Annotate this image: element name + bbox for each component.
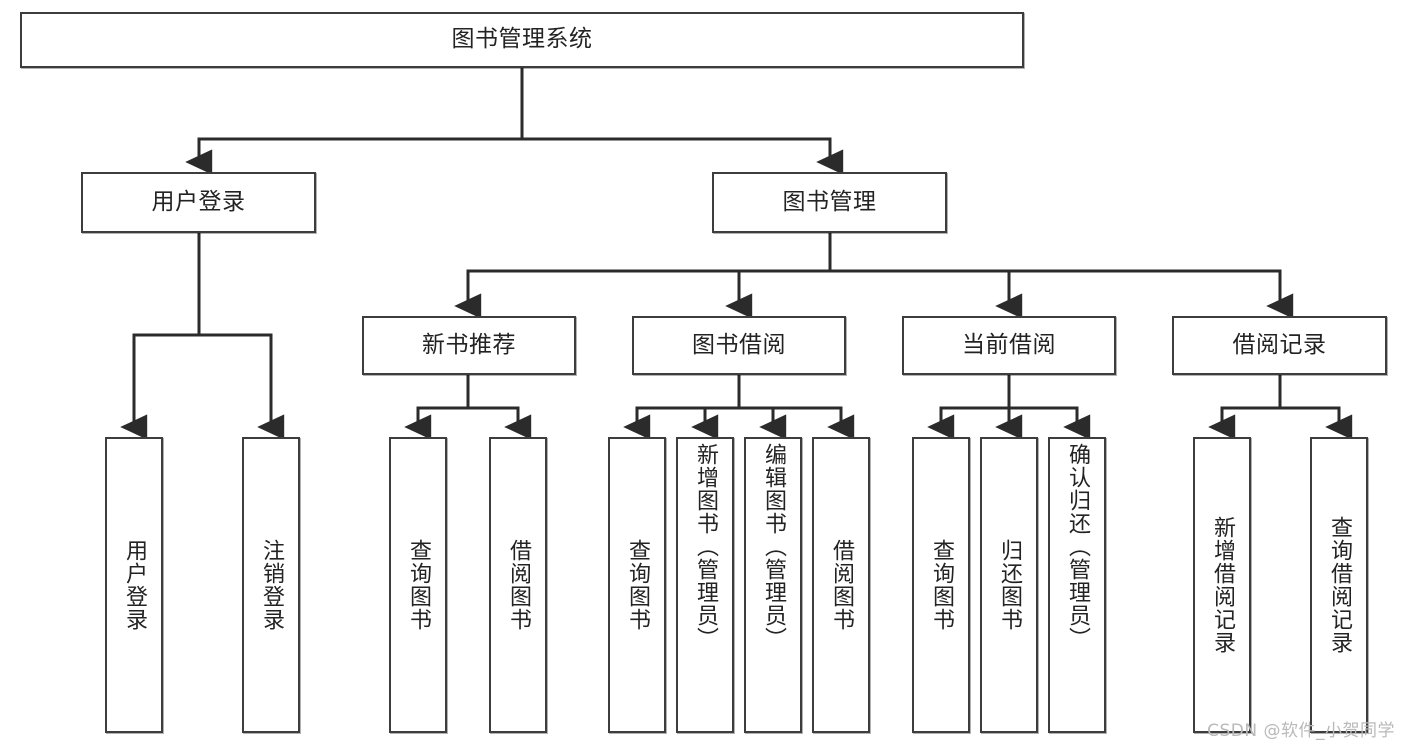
node-book-manage[interactable]: 图书管理 (712, 172, 947, 233)
node-leaf-add-book[interactable]: 新增图书（管理员） (676, 437, 734, 733)
node-label: 图书管理系统 (451, 26, 593, 53)
node-label: 新增图书（管理员） (692, 443, 718, 650)
node-label: 当前借阅 (962, 331, 1056, 358)
node-leaf-query-book-2[interactable]: 查询图书 (608, 437, 666, 733)
node-leaf-add-record[interactable]: 新增借阅记录 (1193, 437, 1251, 733)
node-borrow-record[interactable]: 借阅记录 (1172, 316, 1387, 375)
node-label: 用户登录 (151, 188, 246, 215)
node-label: 查询图书 (928, 539, 954, 631)
node-leaf-edit-book[interactable]: 编辑图书（管理员） (744, 437, 802, 733)
node-current-borrow[interactable]: 当前借阅 (902, 316, 1116, 375)
node-leaf-borrow-book-1[interactable]: 借阅图书 (489, 437, 547, 733)
node-label: 用户登录 (121, 539, 147, 631)
node-label: 借阅图书 (828, 539, 854, 631)
node-label: 查询图书 (405, 539, 431, 631)
node-new-book-recommend[interactable]: 新书推荐 (362, 316, 576, 375)
node-leaf-query-book-1[interactable]: 查询图书 (389, 437, 447, 733)
node-label: 确认归还（管理员） (1064, 443, 1090, 650)
node-leaf-user-login[interactable]: 用户登录 (105, 437, 163, 733)
node-label: 借阅图书 (505, 539, 531, 631)
node-label: 图书借阅 (692, 331, 786, 358)
node-leaf-borrow-book-2[interactable]: 借阅图书 (812, 437, 870, 733)
node-leaf-confirm-return[interactable]: 确认归还（管理员） (1048, 437, 1106, 733)
node-leaf-return-book[interactable]: 归还图书 (980, 437, 1038, 733)
node-book-management-system[interactable]: 图书管理系统 (20, 12, 1024, 68)
node-label: 归还图书 (996, 539, 1022, 631)
node-label: 新书推荐 (422, 331, 516, 358)
node-label: 编辑图书（管理员） (760, 443, 786, 650)
node-label: 新增借阅记录 (1209, 516, 1235, 654)
node-leaf-query-book-3[interactable]: 查询图书 (912, 437, 970, 733)
node-label: 借阅记录 (1232, 331, 1327, 358)
node-leaf-query-record[interactable]: 查询借阅记录 (1310, 437, 1368, 733)
node-label: 注销登录 (258, 539, 284, 631)
node-label: 查询借阅记录 (1326, 516, 1352, 654)
node-user-login[interactable]: 用户登录 (81, 172, 316, 233)
node-book-borrow[interactable]: 图书借阅 (632, 316, 846, 375)
node-leaf-logout-login[interactable]: 注销登录 (242, 437, 300, 733)
node-label: 图书管理 (782, 188, 877, 215)
node-label: 查询图书 (624, 539, 650, 631)
